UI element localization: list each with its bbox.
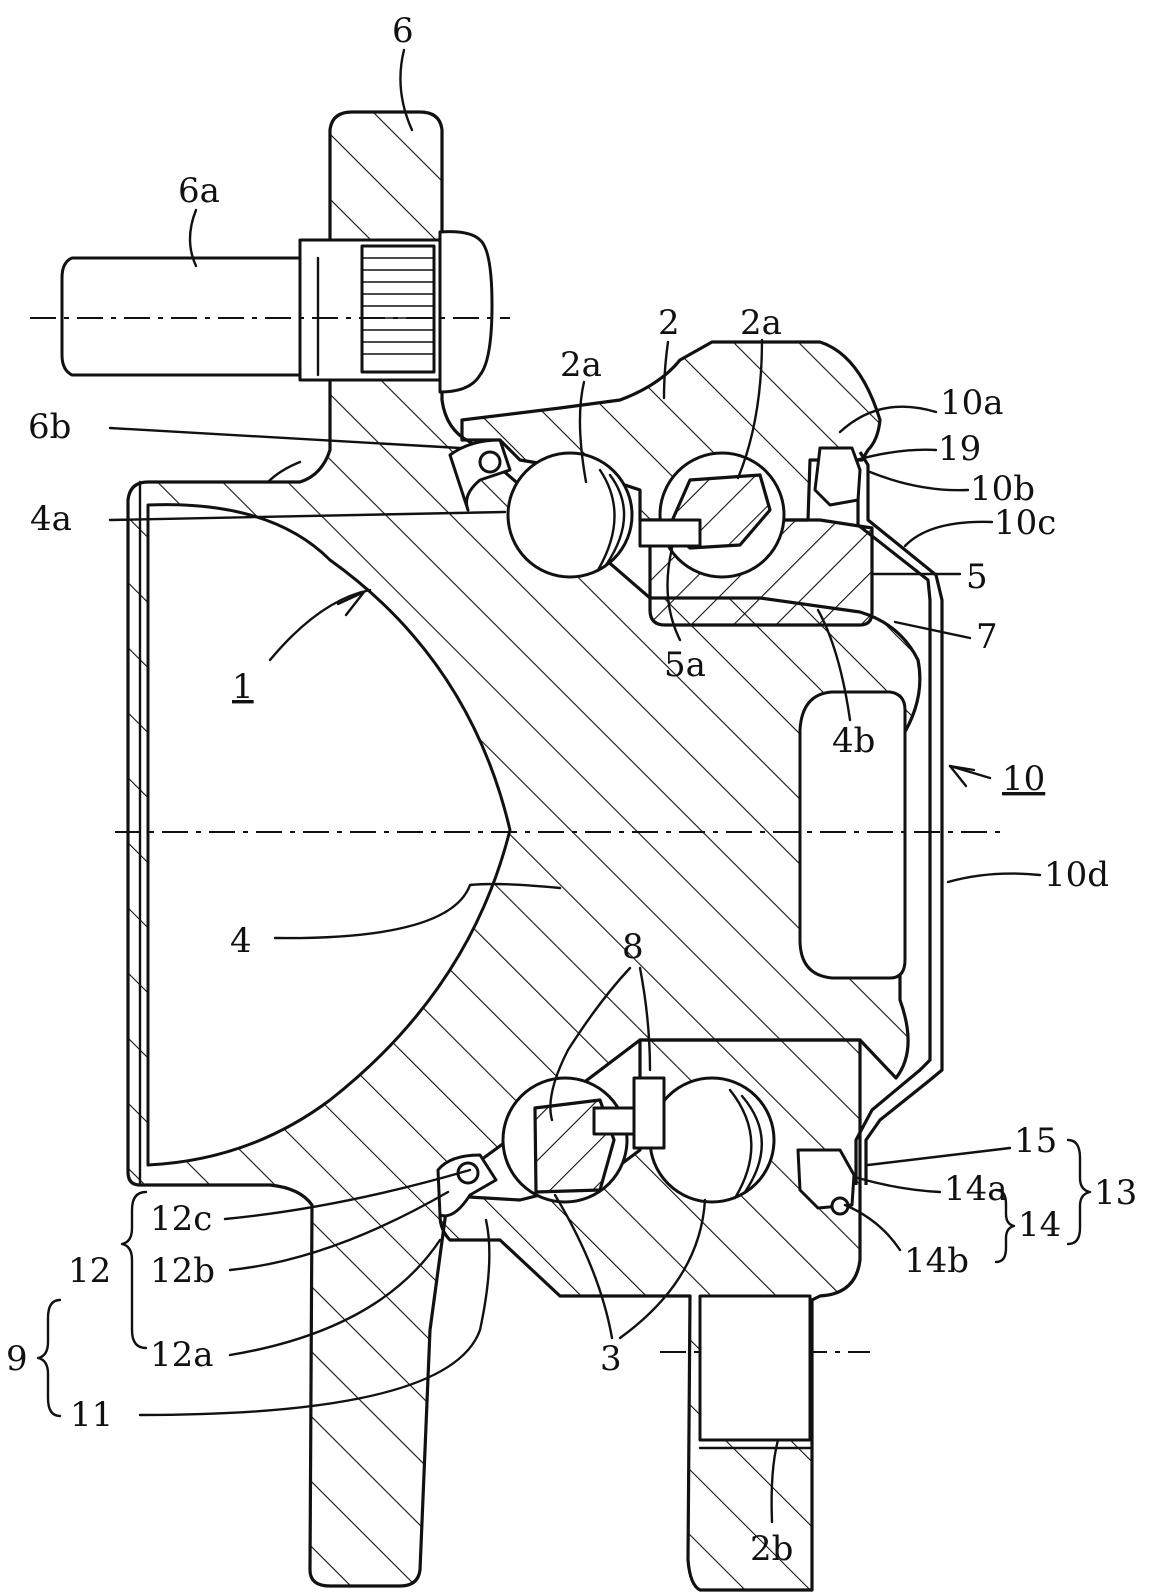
label-12c: 12c: [150, 1199, 212, 1239]
label-7: 7: [976, 617, 998, 657]
label-8: 8: [622, 927, 644, 967]
label-19: 19: [938, 429, 981, 469]
label-6b: 6b: [28, 407, 71, 447]
label-6a: 6a: [178, 171, 220, 211]
label-4b: 4b: [832, 721, 875, 761]
label-2a-left: 2a: [560, 345, 602, 385]
label-2a-right: 2a: [740, 303, 782, 343]
label-2b: 2b: [750, 1529, 793, 1569]
label-14: 14: [1018, 1205, 1061, 1245]
label-4: 4: [230, 921, 252, 961]
label-12: 12: [68, 1251, 111, 1291]
label-4a: 4a: [30, 499, 72, 539]
label-6: 6: [392, 11, 414, 51]
label-1: 1: [232, 667, 254, 707]
label-15: 15: [1014, 1121, 1057, 1161]
label-10d: 10d: [1044, 855, 1109, 895]
label-13: 13: [1094, 1173, 1137, 1213]
label-12b: 12b: [150, 1251, 215, 1291]
label-10: 10: [1002, 759, 1045, 799]
label-10a: 10a: [940, 383, 1004, 423]
label-5: 5: [966, 557, 988, 597]
label-12a: 12a: [150, 1335, 214, 1375]
label-14b: 14b: [904, 1241, 969, 1281]
label-14a: 14a: [944, 1169, 1008, 1209]
label-11: 11: [70, 1395, 113, 1435]
label-5a: 5a: [664, 645, 706, 685]
label-10c: 10c: [994, 503, 1056, 543]
label-3: 3: [600, 1339, 622, 1379]
label-2: 2: [658, 303, 680, 343]
hub-bolt: [62, 232, 492, 392]
label-9: 9: [6, 1339, 28, 1379]
